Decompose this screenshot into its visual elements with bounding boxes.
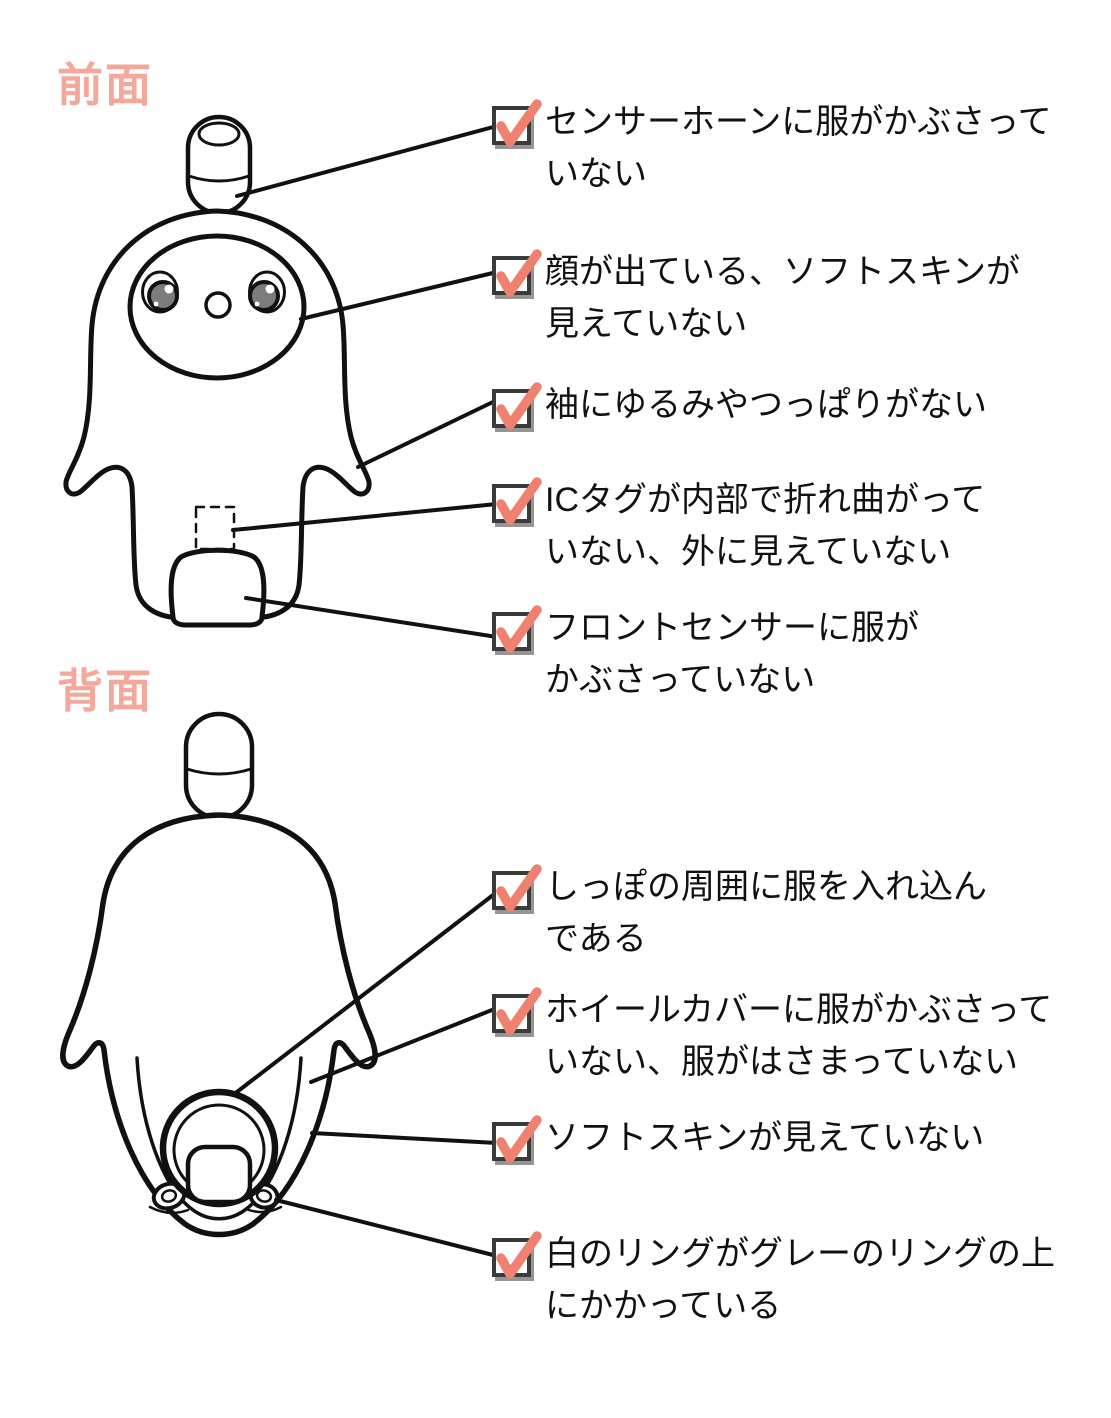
item-line: ホイールカバーに服がかぶさって xyxy=(545,991,1053,1029)
item-line: 顔が出ている、ソフトスキンが xyxy=(545,253,1020,291)
checkbox-checked-icon[interactable] xyxy=(492,1231,542,1279)
checklist-item: ホイールカバーに服がかぶさって いない、服がはさまっていない xyxy=(492,984,1077,1088)
checklist-item-text: ホイールカバーに服がかぶさって いない、服がはさまっていない xyxy=(545,984,1077,1088)
checklist-item: ソフトスキンが見えていない xyxy=(492,1112,1077,1164)
skirt-seam xyxy=(135,1056,303,1221)
checklist-item-text: 顔が出ている、ソフトスキンが 見えていない xyxy=(545,246,1077,350)
checklist-item-text: しっぽの周囲に服を入れ込ん である xyxy=(545,861,1077,965)
checkbox-checked-icon[interactable] xyxy=(492,477,542,525)
ring-platform-right xyxy=(244,1205,283,1214)
leader-line xyxy=(299,270,499,321)
checklist-item-text: センサーホーンに服がかぶさって いない xyxy=(545,96,1077,200)
checkbox-checked-icon[interactable] xyxy=(492,864,542,912)
leader-line xyxy=(244,596,499,639)
item-line: しっぽの周囲に服を入れ込ん xyxy=(545,868,987,906)
item-line: センサーホーンに服がかぶさって xyxy=(545,103,1052,141)
back-robot-illustration xyxy=(60,711,378,1238)
tail xyxy=(185,1144,253,1205)
checklist-item: 顔が出ている、ソフトスキンが 見えていない xyxy=(492,246,1077,350)
item-line: ソフトスキンが見えていない xyxy=(545,1119,985,1157)
item-line: ICタグが内部で折れ曲がって xyxy=(545,481,986,519)
checkbox-checked-icon[interactable] xyxy=(492,99,542,147)
left-eye-icon xyxy=(141,270,179,314)
front-leader-lines xyxy=(231,124,499,639)
checklist-item: ICタグが内部で折れ曲がって いない、外に見えていない xyxy=(492,474,1077,578)
checklist-item-text: ソフトスキンが見えていない xyxy=(545,1112,1077,1164)
checklist-item: フロントセンサーに服が かぶさっていない xyxy=(492,602,1077,706)
item-line: いない xyxy=(545,155,647,193)
checklist-item-text: ICタグが内部で折れ曲がって いない、外に見えていない xyxy=(545,474,1077,578)
item-line: にかかっている xyxy=(545,1287,782,1325)
back-leader-lines xyxy=(231,890,499,1258)
leader-line xyxy=(309,1006,499,1084)
sensor-horn xyxy=(185,114,253,216)
checkbox-checked-icon[interactable] xyxy=(492,1115,542,1163)
back-body xyxy=(60,812,378,1238)
ring-platform-left xyxy=(148,1205,190,1215)
item-line: 見えていない xyxy=(545,305,748,343)
checklist-item: センサーホーンに服がかぶさって いない xyxy=(492,96,1077,200)
checklist-item: 袖にゆるみやつっぱりがない xyxy=(492,379,1077,431)
checklist-item-text: フロントセンサーに服が かぶさっていない xyxy=(545,602,1077,706)
checklist-item: 白のリングがグレーのリングの上 にかかっている xyxy=(492,1228,1077,1332)
checkbox-checked-icon[interactable] xyxy=(492,249,542,297)
front-section-label: 前面 xyxy=(57,59,153,111)
leader-line xyxy=(356,398,499,469)
checkbox-checked-icon[interactable] xyxy=(492,605,542,653)
right-eye-icon xyxy=(248,270,286,314)
checkbox-checked-icon[interactable] xyxy=(492,987,542,1035)
leader-line xyxy=(231,890,499,1097)
checklist-item: しっぽの周囲に服を入れ込ん である xyxy=(492,861,1077,965)
item-line: かぶさっていない xyxy=(545,661,816,699)
leader-line xyxy=(235,124,499,198)
white-ring-left xyxy=(151,1181,187,1211)
item-line: である xyxy=(545,920,647,958)
item-line: いない、服がはさまっていない xyxy=(545,1043,1018,1081)
item-line: 白のリングがグレーのリングの上 xyxy=(545,1235,1055,1273)
back-section-label: 背面 xyxy=(57,665,153,717)
leader-line xyxy=(274,1198,499,1258)
leader-line xyxy=(231,502,499,532)
front-robot-illustration xyxy=(63,114,372,628)
item-line: フロントセンサーに服が xyxy=(545,609,919,647)
sensor-horn-back xyxy=(183,711,255,821)
leader-line xyxy=(310,1131,499,1145)
nose xyxy=(204,291,232,319)
item-line: いない、外に見えていない xyxy=(545,533,952,571)
checklist-item-text: 袖にゆるみやつっぱりがない xyxy=(545,379,1077,431)
front-sensor xyxy=(168,547,267,628)
checklist-item-text: 白のリングがグレーのリングの上 にかかっている xyxy=(545,1228,1077,1332)
item-line: 袖にゆるみやつっぱりがない xyxy=(545,386,987,424)
checkbox-checked-icon[interactable] xyxy=(492,382,542,430)
